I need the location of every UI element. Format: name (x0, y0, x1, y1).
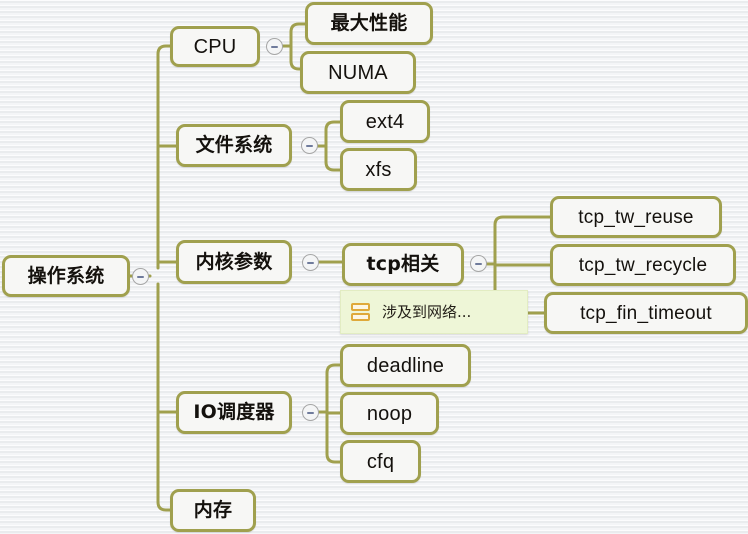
node-tcp-fin-timeout-label: tcp_fin_timeout (580, 302, 712, 324)
node-io-scheduler[interactable]: IO调度器 (176, 391, 292, 434)
node-filesystem[interactable]: 文件系统 (176, 124, 292, 167)
node-cpu-label: CPU (193, 35, 237, 58)
node-numa-label: NUMA (328, 61, 388, 84)
toggle-kernel-params[interactable] (302, 254, 319, 271)
node-ext4-label: ext4 (365, 110, 405, 133)
node-max-performance[interactable]: 最大性能 (305, 2, 433, 45)
minus-icon (271, 45, 278, 48)
node-memory-label: 内存 (193, 499, 233, 521)
note-tooltip[interactable]: 涉及到网络... (340, 290, 528, 334)
node-tcp-tw-reuse-label: tcp_tw_reuse (578, 206, 694, 228)
node-filesystem-label: 文件系统 (195, 134, 273, 156)
node-tcp-related-label: tcp相关 (366, 253, 440, 275)
toggle-tcp-related[interactable] (470, 255, 487, 272)
wire-fs-children (324, 120, 342, 172)
minus-icon (137, 275, 144, 278)
note-tooltip-text: 涉及到网络... (382, 302, 472, 321)
toggle-cpu[interactable] (266, 38, 283, 55)
minus-icon (307, 261, 314, 264)
node-memory[interactable]: 内存 (170, 489, 256, 532)
node-root-label: 操作系统 (27, 264, 105, 287)
node-noop-label: noop (366, 402, 413, 425)
node-kernel-params-label: 内核参数 (195, 250, 273, 273)
node-xfs[interactable]: xfs (340, 148, 417, 191)
wire-trunk-top (156, 44, 172, 270)
node-cfq[interactable]: cfq (340, 440, 421, 483)
node-io-scheduler-label: IO调度器 (193, 401, 275, 423)
minus-icon (306, 144, 313, 147)
minus-icon (307, 411, 314, 414)
node-deadline[interactable]: deadline (340, 344, 471, 387)
note-lines-icon (351, 302, 370, 323)
node-tcp-fin-timeout[interactable]: tcp_fin_timeout (544, 292, 748, 334)
node-deadline-label: deadline (366, 354, 445, 377)
toggle-filesystem[interactable] (301, 137, 318, 154)
node-ext4[interactable]: ext4 (340, 100, 430, 143)
node-cpu[interactable]: CPU (170, 26, 260, 67)
node-tcp-tw-recycle[interactable]: tcp_tw_recycle (550, 244, 736, 286)
node-noop[interactable]: noop (340, 392, 439, 435)
toggle-io-scheduler[interactable] (302, 404, 319, 421)
toggle-root[interactable] (132, 268, 149, 285)
node-tcp-related[interactable]: tcp相关 (342, 243, 464, 286)
node-max-performance-label: 最大性能 (330, 12, 408, 34)
minus-icon (475, 262, 482, 265)
node-kernel-params[interactable]: 内核参数 (176, 240, 292, 284)
node-tcp-tw-reuse[interactable]: tcp_tw_reuse (550, 196, 722, 238)
node-numa[interactable]: NUMA (300, 51, 416, 94)
node-xfs-label: xfs (365, 158, 392, 181)
node-cfq-label: cfq (366, 450, 395, 473)
wire-trunk-bottom (156, 282, 172, 512)
node-root[interactable]: 操作系统 (2, 255, 130, 297)
wire-cpu-children (289, 22, 307, 71)
node-tcp-tw-recycle-label: tcp_tw_recycle (578, 254, 708, 276)
